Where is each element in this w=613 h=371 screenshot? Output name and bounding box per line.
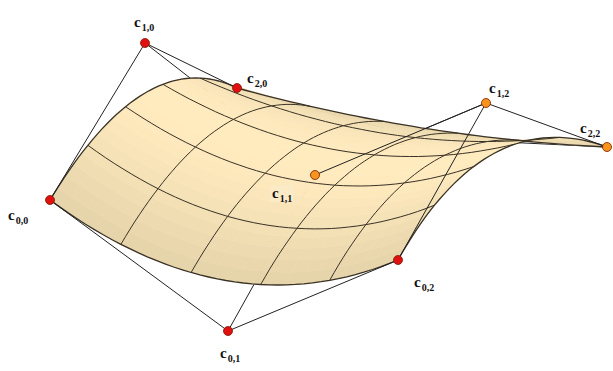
control-point-label: c1,2	[487, 80, 511, 97]
control-net-line	[315, 103, 486, 175]
control-net-line	[50, 200, 228, 331]
control-point	[311, 171, 320, 180]
control-point	[394, 256, 403, 265]
surface-grid-line	[88, 145, 435, 229]
bezier-surface	[50, 78, 607, 285]
control-net-line	[315, 103, 486, 175]
surface-grid-line	[237, 88, 607, 147]
control-net-line	[486, 103, 607, 147]
surface-grid-line	[398, 137, 607, 260]
control-net-line	[145, 43, 237, 88]
control-points	[46, 39, 612, 336]
control-net	[50, 43, 607, 331]
control-net-line	[145, 43, 315, 175]
control-net-line	[50, 43, 145, 200]
control-point-label: c0,0	[6, 207, 30, 224]
surface-grid-line	[50, 200, 398, 285]
control-point	[482, 99, 491, 108]
control-point-label: c1,0	[132, 14, 156, 31]
control-point-label: c0,2	[412, 274, 436, 291]
control-net-line	[398, 103, 486, 260]
control-net-hidden	[145, 43, 607, 331]
surface-grid-line	[126, 107, 474, 186]
control-net-line	[228, 260, 398, 331]
surface-grid-line	[50, 78, 237, 200]
control-point	[224, 327, 233, 336]
control-point	[233, 84, 242, 93]
control-point-label: c2,2	[578, 120, 602, 137]
control-point	[141, 39, 150, 48]
control-point-label: c1,1	[270, 185, 294, 202]
surface-grid-line	[121, 104, 311, 244]
control-point	[46, 196, 55, 205]
control-point-label: c0,1	[218, 345, 242, 362]
control-point-label: c2,0	[245, 70, 269, 87]
control-point	[603, 143, 612, 152]
surface-grid-line	[191, 121, 384, 272]
